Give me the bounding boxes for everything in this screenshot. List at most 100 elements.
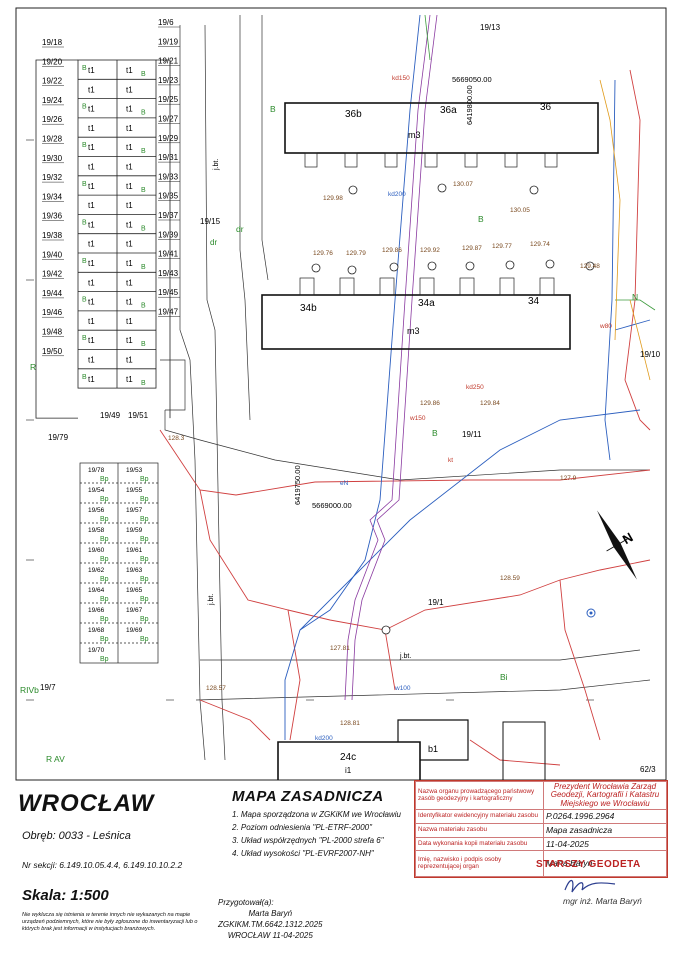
elevation-label: 129.77: [492, 243, 512, 250]
person-value: Marta Baryń: [543, 850, 667, 877]
parcel-number: 19/13: [480, 23, 501, 32]
t1-label: t1: [126, 85, 133, 94]
road-label: j.bt.: [213, 159, 220, 171]
disclaimer-text: Nie wyklucza się istnienia w terenie inn…: [22, 912, 198, 932]
t1-label: t1: [88, 356, 95, 365]
building-36[interactable]: 36b 36a 36 m3: [284, 102, 599, 154]
parcel-number: 19/28: [42, 135, 63, 144]
land-use-bp: Bp: [140, 596, 149, 603]
date-value: 11-04-2025: [543, 836, 667, 852]
land-use-b: B: [82, 142, 87, 149]
t1-label: t1: [88, 163, 95, 172]
manhole: [465, 261, 475, 271]
land-use-bp: Bp: [100, 496, 109, 503]
t1-label: t1: [126, 375, 133, 384]
manhole: [381, 625, 391, 635]
utility-label: kd200: [315, 735, 333, 742]
id-label: Identyfikator ewidencyjny materiału zaso…: [415, 809, 544, 824]
building-36b-label: 36b: [345, 109, 362, 120]
row-houses-block: [35, 59, 171, 419]
land-use-bp: Bp: [140, 636, 149, 643]
building-b1[interactable]: b1: [397, 719, 469, 761]
t1-label: t1: [88, 336, 95, 345]
parcel-number: 19/21: [158, 57, 179, 66]
map-frame: [15, 7, 667, 781]
parcel-number: 19/35: [158, 192, 179, 201]
parcel-number: 19/48: [42, 328, 63, 337]
obreb-label: Obręb: 0033 - Leśnica: [22, 830, 131, 842]
porch: [304, 152, 318, 168]
garage-parcel: 19/56: [88, 507, 105, 514]
map-labels: 19/1819/2019/2219/2419/2619/2819/3019/32…: [20, 18, 661, 774]
manhole: [389, 262, 399, 272]
building-34[interactable]: 34b 34a 34 m3: [261, 294, 571, 350]
elevation-label: 129.79: [346, 250, 366, 257]
parcel-number: 19/47: [158, 308, 179, 317]
land-use-bp: Bp: [100, 576, 109, 583]
t1-label: t1: [126, 336, 133, 345]
elevation-label: 129.74: [530, 241, 550, 248]
prepared-by: Przygotował(a): Marta Baryń ZGKIKM.TM.66…: [218, 897, 323, 941]
building-24c-label: 24c: [340, 752, 356, 763]
porch: [504, 152, 518, 168]
t1-label: t1: [88, 317, 95, 326]
parcel-number: 19/41: [158, 250, 179, 259]
land-use-label: B: [478, 214, 484, 224]
porch: [344, 152, 358, 168]
land-use-bp: Bp: [140, 536, 149, 543]
land-use-bp: Bp: [140, 496, 149, 503]
parcel-number: 19/15: [200, 217, 221, 226]
building-24c[interactable]: 24c i1: [277, 741, 421, 780]
elevation-label: 128.3: [168, 435, 185, 442]
elevation-label: 128.57: [206, 685, 226, 692]
id-value: P.0264.1996.2964: [543, 809, 667, 824]
parcel-number: 19/24: [42, 96, 63, 105]
gas-lines: [344, 14, 438, 701]
garage-parcel: 19/64: [88, 587, 105, 594]
parcel-number: 19/40: [42, 250, 63, 259]
t1-label: t1: [88, 201, 95, 210]
garage-parcel: 19/61: [126, 547, 143, 554]
elevation-label: 130.05: [510, 207, 530, 214]
t1-label: t1: [126, 220, 133, 229]
parcel-number: 19/27: [158, 115, 179, 124]
elevation-label: 129.48: [580, 263, 600, 270]
land-use-b: B: [82, 297, 87, 304]
porch: [539, 277, 555, 296]
manhole: [585, 261, 595, 271]
garage-parcel: 19/58: [88, 527, 105, 534]
utility-label: kd150: [392, 75, 410, 82]
north-arrow: N: [597, 510, 637, 580]
land-use-bp: Bp: [100, 616, 109, 623]
building-use-label: m3: [408, 130, 421, 140]
t1-label: t1: [88, 182, 95, 191]
organ-value: Prezydent Wrocławia Zarząd Geodezji, Kar…: [543, 781, 667, 810]
land-use-bp: Bp: [100, 656, 109, 663]
elevation-label: 128.81: [340, 720, 360, 727]
land-use-b: B: [141, 303, 146, 310]
signature-icon: [564, 879, 616, 893]
land-use-label: R AV: [46, 754, 65, 764]
land-use-b: B: [141, 225, 146, 232]
info-table: Nazwa organu prowadzącego państwowy zasó…: [414, 780, 668, 878]
parcel-number: 19/33: [158, 172, 179, 181]
elevation-label: 127.81: [330, 645, 350, 652]
parcel-number: 19/32: [42, 173, 63, 182]
garage-parcel: 19/59: [126, 527, 143, 534]
building-use-label: m3: [407, 326, 420, 336]
telecom-lines: [599, 79, 651, 381]
garage-parcel: 19/63: [126, 567, 143, 574]
porch: [464, 152, 478, 168]
garden-outline: [35, 59, 78, 419]
land-use-b: B: [141, 110, 146, 117]
t1-label: t1: [88, 298, 95, 307]
garden-outline: [156, 59, 171, 419]
parcel-number: 19/42: [42, 270, 63, 279]
garage-parcel: 19/65: [126, 587, 143, 594]
date-label: Data wykonania kopii materiału zasobu: [415, 836, 544, 852]
utility-label: w100: [394, 685, 411, 692]
organ-label: Nazwa organu prowadzącego państwowy zasó…: [415, 781, 544, 810]
manhole: [437, 183, 447, 193]
elevation-label: 129.84: [480, 400, 500, 407]
